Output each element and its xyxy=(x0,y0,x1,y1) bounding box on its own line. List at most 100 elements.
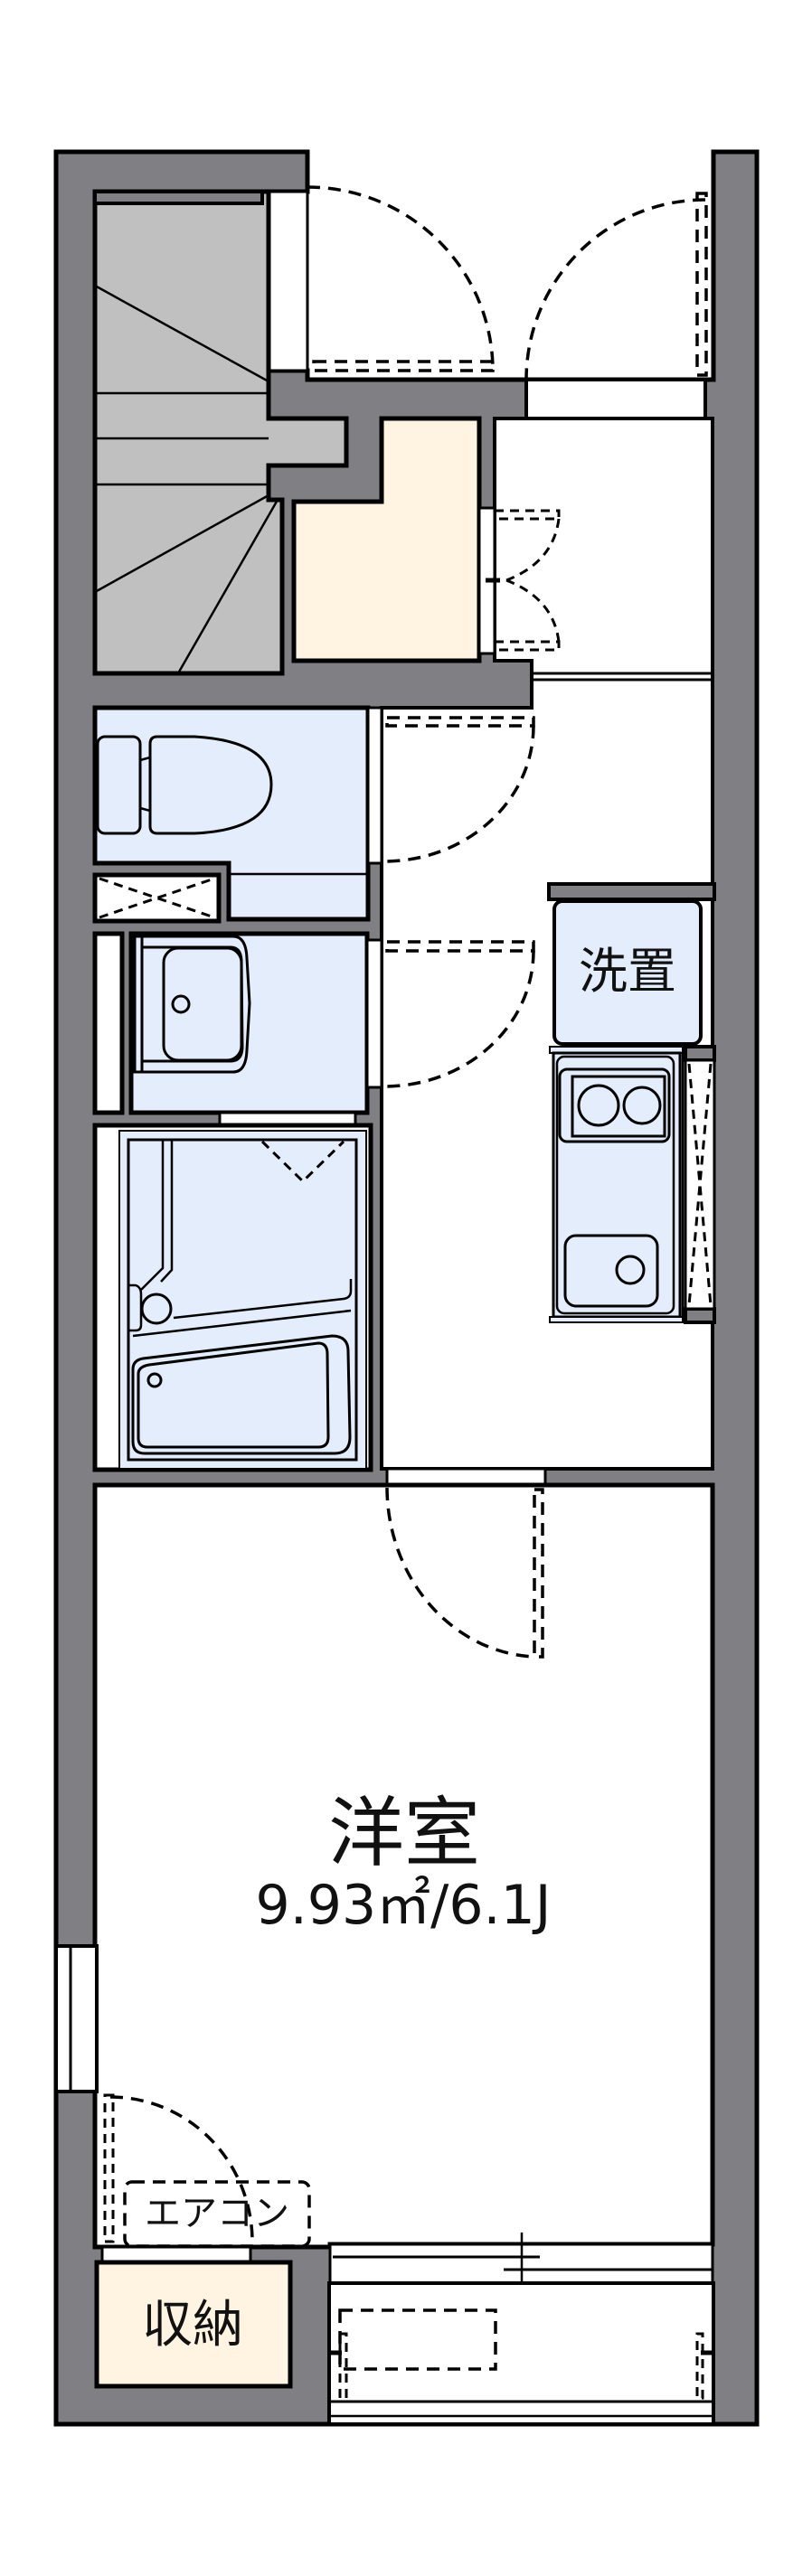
air-conditioner-label: エアコン xyxy=(145,2193,289,2234)
air-conditioner-icon: エアコン xyxy=(123,2180,311,2248)
faucet-bracket xyxy=(128,1283,143,1332)
balcony-floor xyxy=(327,2281,715,2426)
room-door-icon xyxy=(385,1487,544,1659)
western-room-area: 9.93㎡/6.1J xyxy=(256,1874,552,1937)
bathtub-outer xyxy=(131,1334,352,1455)
cabinet-cross xyxy=(687,1063,713,1306)
shower-wall-line xyxy=(140,1140,165,1291)
stair-tread xyxy=(94,284,269,383)
cabinet-cross xyxy=(687,1063,713,1306)
folding-door-arc xyxy=(505,578,561,643)
balcony-partition xyxy=(338,2332,348,2400)
western-room: 洋室 9.93㎡/6.1J エアコン xyxy=(54,1467,715,2250)
sink-drain xyxy=(615,1255,646,1285)
shower-wall-line xyxy=(160,1140,174,1283)
toilet-room xyxy=(92,705,535,922)
room-doorway xyxy=(385,1467,547,1487)
room-door-arc xyxy=(385,1487,535,1659)
stair-area xyxy=(92,189,349,676)
toilet-door-icon xyxy=(383,716,535,863)
stove-top xyxy=(571,1075,666,1138)
closet-door-icon xyxy=(103,2093,254,2243)
entrance-door-leaf xyxy=(695,192,708,377)
washroom xyxy=(92,931,535,1127)
bathroom xyxy=(92,1123,373,1472)
door-leaf xyxy=(312,360,495,372)
balcony xyxy=(327,2281,715,2426)
toilet-connector xyxy=(139,756,151,762)
washbasin-icon xyxy=(133,935,251,1074)
washroom-niche xyxy=(92,931,125,1115)
air-conditioner-outline xyxy=(123,2180,311,2248)
washroom-door-leaf xyxy=(385,940,535,953)
entrance-door-arc xyxy=(524,198,706,381)
folding-door-leaf xyxy=(493,640,561,652)
kitchen-cabinet-icon xyxy=(684,1058,716,1311)
storage-area xyxy=(291,416,482,663)
pipe-shaft-icon xyxy=(92,872,222,924)
toilet-tank xyxy=(96,735,142,835)
entrance-threshold xyxy=(524,378,707,420)
washroom-door-arc xyxy=(383,950,535,1088)
window-icon xyxy=(54,1944,99,2093)
wall-stub xyxy=(684,1045,716,1062)
wall-stub xyxy=(684,1307,716,1324)
folding-door-leaf xyxy=(493,509,561,521)
closet-area xyxy=(94,2260,293,2389)
stair-tread xyxy=(94,494,269,594)
folding-door-arc xyxy=(505,518,561,582)
stair-handrail xyxy=(93,190,264,205)
sink-icon xyxy=(563,1234,659,1308)
toilet-bowl xyxy=(148,735,273,835)
door-swing-icon xyxy=(307,185,495,372)
outdoor-ac-unit-icon xyxy=(338,2308,497,2371)
pipe-shaft-cross xyxy=(99,877,215,919)
kitchen-counter xyxy=(549,1046,685,1323)
ventilation-fan-icon xyxy=(260,1140,345,1184)
sliding-sash-icon xyxy=(328,2233,714,2295)
washer-space-label: 洗置 xyxy=(579,943,676,1000)
western-room-label: 洋室 xyxy=(328,1789,480,1877)
toilet-connector xyxy=(139,806,151,813)
bathtub-drain xyxy=(146,1372,163,1388)
door-arc xyxy=(307,185,495,371)
washroom-door-icon xyxy=(383,940,535,1088)
closet-label: 収納 xyxy=(142,2296,243,2355)
unit-bath-inner xyxy=(127,1138,358,1462)
staircase-icon xyxy=(92,189,349,676)
unit-bath-frame xyxy=(118,1130,367,1470)
kitchen-cabinet xyxy=(684,1058,716,1311)
washbasin-drain xyxy=(171,994,191,1014)
washroom-door-opening xyxy=(365,938,383,1089)
room-door-leaf xyxy=(533,1488,544,1659)
burner xyxy=(622,1086,662,1125)
bathtub-icon xyxy=(131,1334,352,1455)
bathtub-inner xyxy=(137,1341,330,1449)
washbasin-bowl xyxy=(162,946,243,1062)
door-jamb-box xyxy=(267,190,309,372)
counter-inner xyxy=(555,1055,675,1315)
tub-rim-line xyxy=(173,1279,353,1320)
side-window xyxy=(54,1944,99,2093)
closet-door-leaf xyxy=(103,2093,115,2243)
washer-shelf-wall xyxy=(547,882,716,901)
pipe-shaft-cross xyxy=(99,877,215,919)
toilet-door-opening xyxy=(366,706,383,865)
sink-basin xyxy=(563,1234,659,1308)
toilet-door-leaf xyxy=(385,716,535,728)
stove-panel xyxy=(558,1067,671,1143)
tub-rim-line xyxy=(132,1309,352,1338)
shoe-storage xyxy=(291,416,561,663)
counter-bottom-edge xyxy=(549,1316,684,1323)
kitchen-area: 洗置 xyxy=(547,882,716,1324)
closet-door-arc xyxy=(109,2095,254,2242)
stair-tread xyxy=(176,499,279,674)
toilet-door-arc xyxy=(383,725,535,863)
stove-icon xyxy=(558,1067,671,1143)
entrance-door-icon xyxy=(524,192,708,381)
toilet-icon xyxy=(96,735,273,835)
folding-door-icon xyxy=(486,509,561,652)
balcony-partition xyxy=(695,2332,704,2400)
washer-space xyxy=(552,899,703,1046)
